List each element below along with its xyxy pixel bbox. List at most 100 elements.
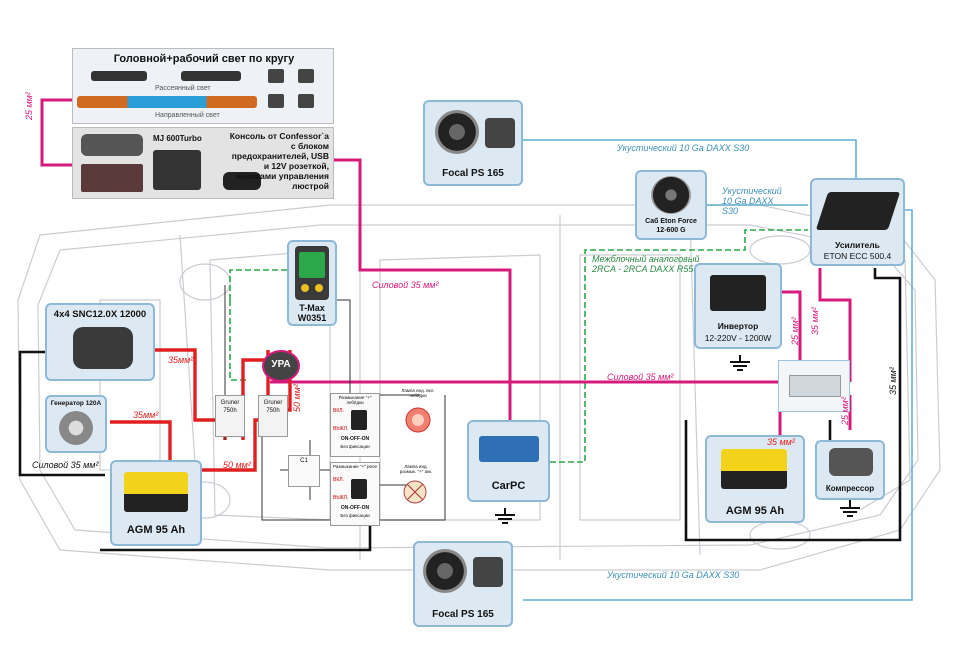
light-square-2 (298, 69, 314, 83)
wire-label-interblock-1: Межблочный аналоговый (592, 254, 700, 264)
wire-label-acoustic-bottom: Укустический 10 Ga DAXX S30 (607, 570, 740, 580)
radio-label: MJ 600Turbo (153, 134, 202, 143)
switch-2-off: ВЫКЛ. (333, 495, 349, 501)
socket-image (223, 172, 261, 190)
switch-2-toggle (351, 479, 367, 499)
amplifier-image (815, 192, 901, 230)
console-text: Консоль от Confessor`a с блоком предохра… (229, 131, 329, 191)
battery-right-image (721, 449, 787, 489)
wire-label-power-center: Силовой 35 мм² (372, 280, 439, 290)
light-bar-main (77, 96, 257, 108)
lamp-2-label: Лампа инд. размык. "+" акк. (399, 464, 433, 474)
amp-label-1: Усилитель (835, 240, 880, 250)
tweeter-image-bottom (473, 557, 503, 587)
light-square-4 (298, 94, 314, 108)
wire-label-acoustic-top: Укустический 10 Ga DAXX S30 (617, 143, 750, 153)
carpc-label: CarPC (491, 480, 526, 492)
relay-1-label-1: Gruner (220, 400, 240, 406)
ura-label: УРА (271, 359, 291, 370)
acoustic-wires (523, 139, 913, 601)
battery-right: AGM 95 Ah (705, 435, 805, 523)
switch-1: Размыкание "+" лебёдки ВКЛ. ВЫКЛ. ON-OFF… (330, 393, 380, 457)
tmax-label-2: W0351 (297, 313, 327, 323)
relay-1-label-2: 750h (223, 408, 237, 414)
switch-2-note: Без фиксации (340, 513, 370, 518)
capacitor-label: C1 (300, 458, 308, 464)
wire-label-50b: 50 мм² (292, 384, 302, 412)
focal-bottom-label: Focal PS 165 (432, 609, 494, 620)
light-square-1 (268, 69, 284, 83)
switch-1-title: Размыкание "+" лебёдки (338, 395, 372, 405)
subwoofer: Саб Eton Force 12-600 G (635, 170, 707, 240)
inverter: Инвертор 12-220V - 1200W (694, 263, 782, 349)
sub-label-1: Саб Eton Force (645, 218, 697, 225)
remote-image (295, 246, 329, 300)
wire-label-power-left: Силовой 35 мм² (32, 460, 99, 470)
wire-label-interblock-2: 2RCA - 2RCA DAXX R55 (592, 264, 694, 274)
switch-2-mode: ON-OFF-ON (340, 505, 370, 511)
speaker-image-bottom (423, 549, 467, 593)
switch-1-toggle (351, 410, 367, 430)
sub-image (651, 176, 691, 214)
inverter-label-1: Инвертор (717, 321, 759, 331)
focal-speaker-top: Focal PS 165 (423, 100, 523, 186)
generator-label: Генератор 120А (50, 400, 102, 407)
tweeter-image (485, 118, 515, 148)
busbar (778, 360, 850, 412)
console-buttons-image (81, 134, 143, 156)
capacitor: C1 (288, 455, 320, 487)
winch-label: 4x4 SNC12.0X 12000 (53, 309, 147, 320)
amp-label-2: ETON ECC 500.4 (823, 251, 892, 261)
battery-left: AGM 95 Ah (110, 460, 202, 546)
light-bar-top (91, 71, 147, 81)
compressor-label: Компрессор (825, 484, 875, 493)
wire-label-batt-35: 35 мм² (767, 437, 795, 447)
wire-label-power-right: Силовой 35 мм² (607, 372, 674, 382)
focal-top-label: Focal PS 165 (442, 168, 504, 179)
switch-1-mode: ON-OFF-ON (340, 436, 370, 442)
compressor: Компрессор (815, 440, 885, 500)
switch-2-title: Размыкание "+" реле (332, 464, 378, 469)
light-panel-title: Головной+рабочий свет по кругу (113, 53, 295, 65)
battery-right-label: AGM 95 Ah (725, 505, 785, 517)
wire-label-right-35: 35 мм² (888, 367, 898, 395)
wire-label-25-top: 25 мм² (24, 92, 34, 120)
scatter-light-label: Рассеянный свет (155, 85, 211, 92)
light-square-3 (268, 94, 284, 108)
switch-1-on: ВКЛ. (333, 408, 344, 414)
battery-image (124, 472, 188, 512)
switch-2-on: ВКЛ. (333, 477, 344, 483)
wire-label-inv-25: 25 мм² (790, 317, 800, 345)
battery-left-label: AGM 95 Ah (126, 524, 186, 536)
wire-label-acoustic-sub-1: Укустический 10 Ga DAXX S30 (722, 186, 782, 216)
ura-block: УРА (262, 350, 300, 382)
speaker-image (435, 110, 479, 154)
switch-1-note: Без фиксации (340, 444, 370, 449)
indicator-lamp-2 (403, 480, 427, 504)
wire-label-50a: 50 мм² (223, 460, 251, 470)
generator-image (59, 411, 93, 445)
console-panel: MJ 600Turbo Консоль от Confessor`a с бло… (72, 127, 334, 199)
radio-image (153, 150, 201, 190)
lamp-1-label: Лампа инд. вкл. лебёдки (401, 388, 435, 398)
wire-label-amp-35: 35 мм² (810, 307, 820, 335)
wire-label-gen: 35мм² (133, 410, 159, 420)
carpc-image (479, 436, 539, 462)
compressor-image (829, 448, 873, 476)
wire-label-winch: 35мм² (168, 355, 194, 365)
fuse-block-image (81, 164, 143, 192)
amplifier: Усилитель ETON ECC 500.4 (810, 178, 905, 266)
indicator-lamp-1 (405, 407, 431, 433)
relay-2-label-1: Gruner (263, 400, 283, 406)
relay-1: Gruner 750h (215, 395, 245, 437)
tmax-remote: T-Max W0351 (287, 240, 337, 326)
generator: Генератор 120А (45, 395, 107, 453)
tmax-label-1: T-Max (299, 303, 325, 313)
sub-label-2: 12-600 G (656, 227, 686, 234)
light-bar-top-2 (181, 71, 241, 81)
relay-2-label-2: 750h (266, 408, 280, 414)
relay-2: Gruner 750h (258, 395, 288, 437)
power-magenta-wires (40, 98, 852, 455)
light-panel: Головной+рабочий свет по кругу Рассеянны… (72, 48, 334, 124)
